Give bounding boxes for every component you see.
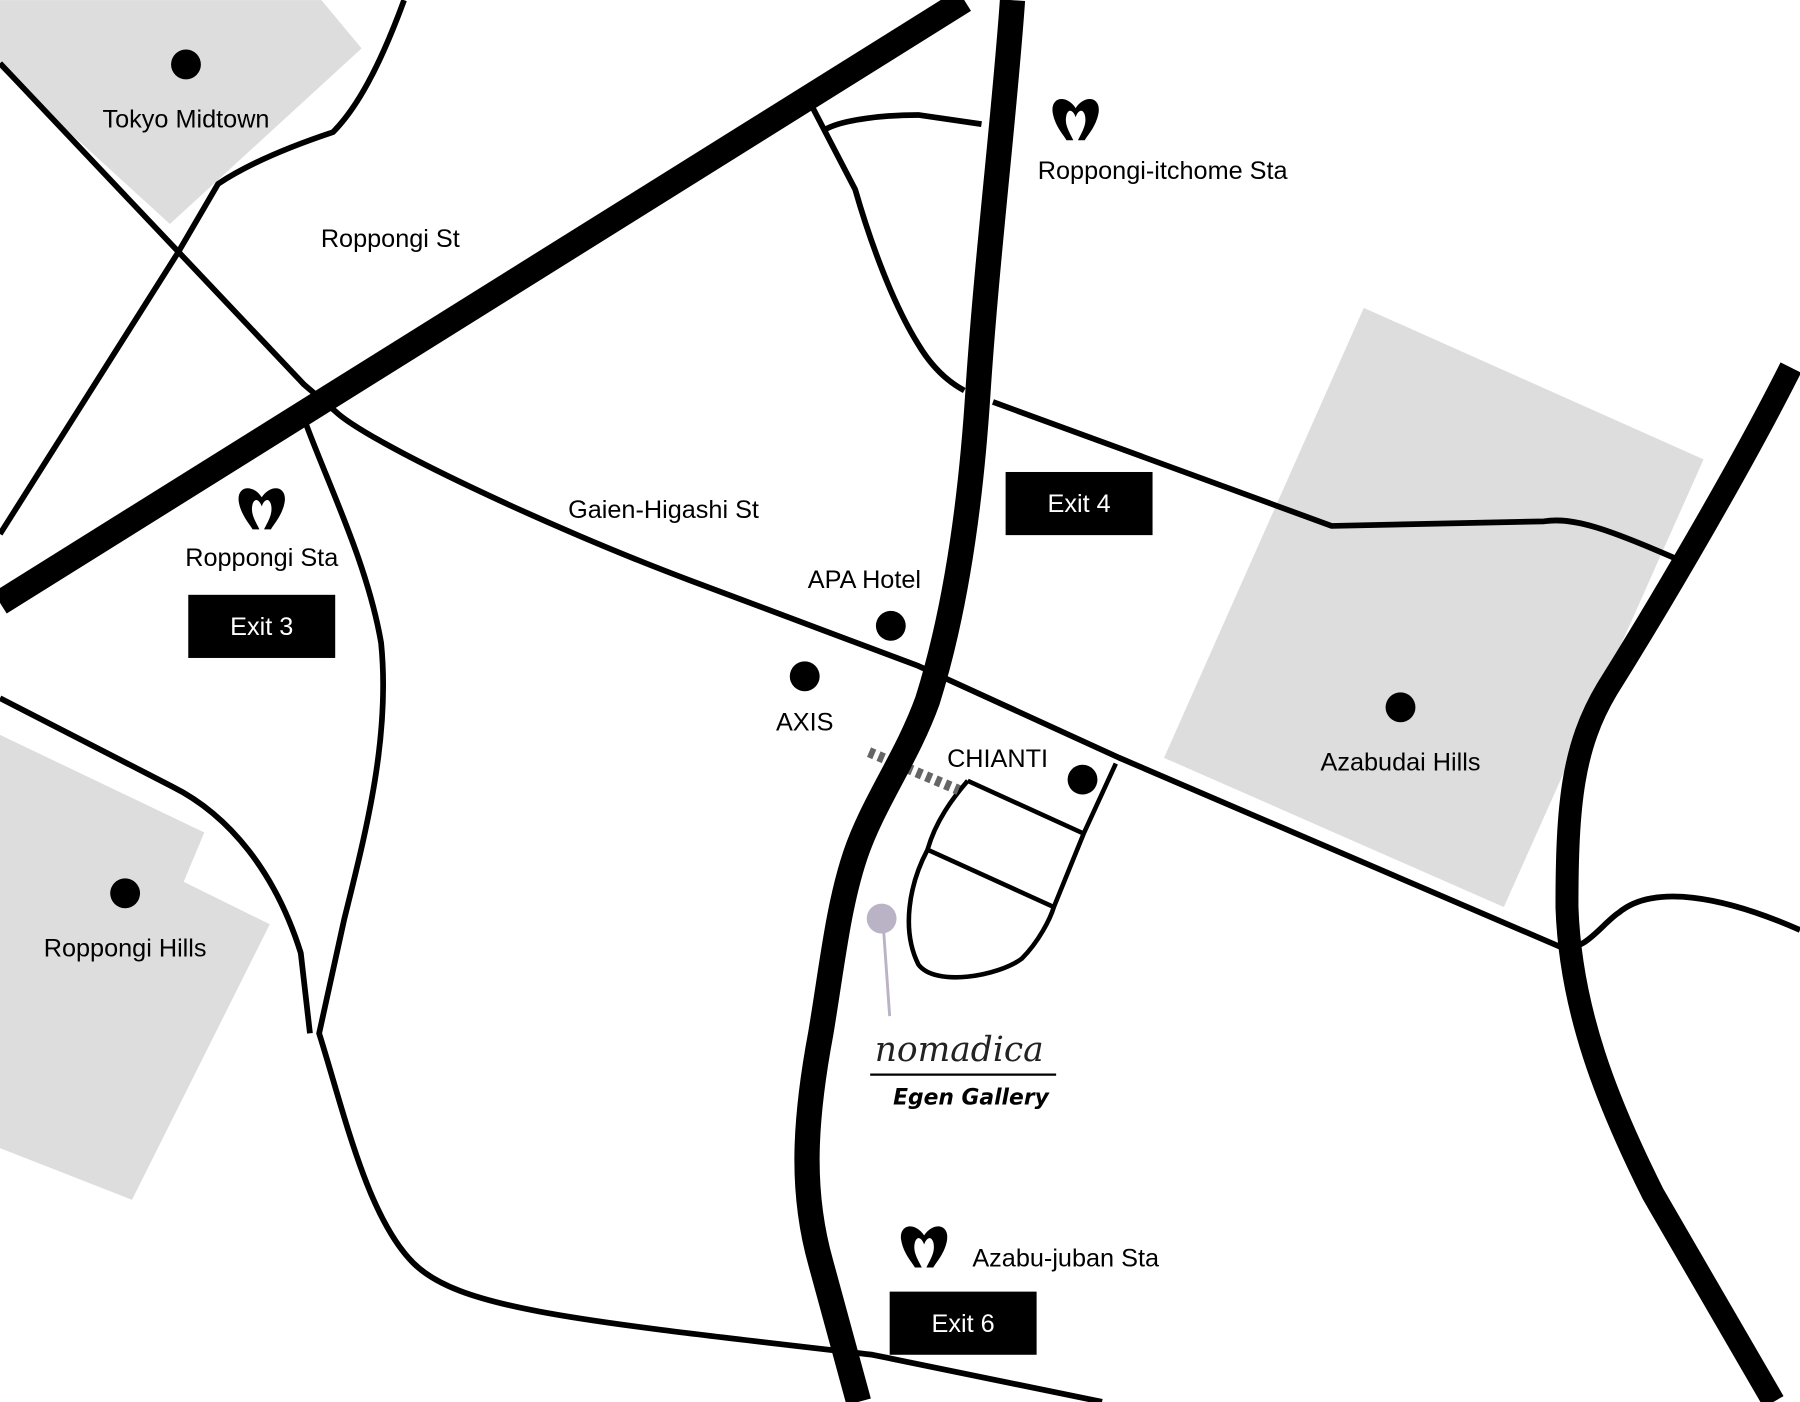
axis-label: AXIS — [776, 708, 834, 736]
azabudai-hills-label: Azabudai Hills — [1321, 748, 1481, 776]
azabu-juban-station-label: Azabu-juban Sta — [972, 1244, 1160, 1272]
azabudai-hills-block — [1164, 307, 1704, 908]
azabudai-hills-dot — [1385, 692, 1416, 723]
roppongi-hills-dot — [110, 878, 141, 909]
roppongi-hills-label: Roppongi Hills — [44, 934, 207, 962]
tokyo-metro-icon — [1052, 99, 1099, 141]
exit-6-badge: Exit 6 — [889, 1291, 1037, 1355]
nomadica-egen-gallery-logo[interactable]: nomadica Egen Gallery — [870, 1030, 1057, 1111]
tokyo-metro-icon — [238, 488, 285, 530]
logo-script: nomadica — [875, 1030, 1044, 1070]
exit-4-badge: Exit 4 — [1005, 471, 1153, 536]
pin-stem — [881, 918, 892, 1017]
roppongi-st-label: Roppongi St — [321, 225, 460, 253]
axis-dot — [789, 661, 820, 692]
tokyo-midtown-dot — [171, 49, 201, 80]
chianti-dot — [1067, 764, 1098, 795]
tokyo-midtown-label: Tokyo Midtown — [102, 106, 269, 134]
roppongi-itchome-station-label: Roppongi-itchome Sta — [1038, 157, 1289, 185]
tokyo-midtown-block — [0, 0, 362, 225]
gaien-higashi-st-label: Gaien-Higashi St — [568, 496, 759, 524]
location-pin-icon[interactable] — [866, 903, 897, 934]
exit-3-label: Exit 3 — [230, 613, 293, 641]
logo-subtitle: Egen Gallery — [893, 1086, 1049, 1111]
roppongi-hills-block — [0, 734, 270, 1200]
exit-3-badge: Exit 3 — [188, 594, 336, 658]
tokyo-metro-icon — [900, 1226, 948, 1268]
apa-hotel-dot — [875, 610, 906, 641]
exit-4-label: Exit 4 — [1048, 490, 1111, 518]
exit-6-label: Exit 6 — [932, 1310, 995, 1338]
roppongi-station-label: Roppongi Sta — [185, 544, 339, 572]
chianti-building — [906, 762, 1118, 980]
landmark-dots — [110, 49, 1416, 909]
apa-hotel-label: APA Hotel — [808, 566, 921, 594]
chianti-label: CHIANTI — [947, 745, 1048, 773]
